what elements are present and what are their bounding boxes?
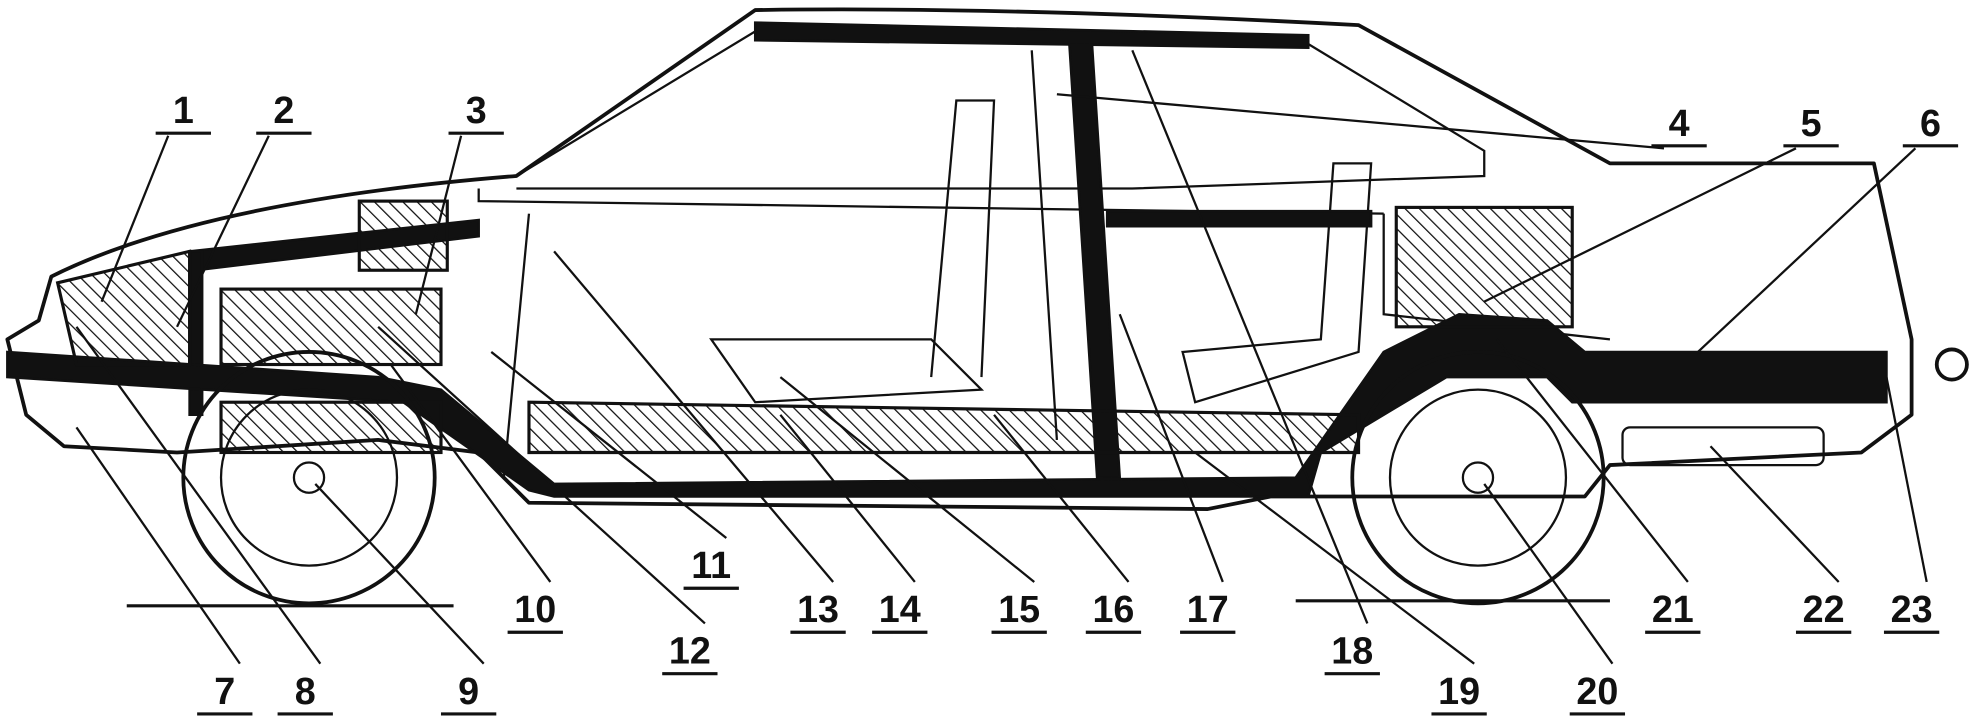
callout-number: 3 (466, 89, 487, 131)
callout-4: 4 (1056, 93, 1707, 150)
hatched-components (55, 199, 1574, 455)
callout-8: 8 (75, 326, 333, 716)
callout-number: 14 (879, 588, 921, 630)
callout-number: 22 (1803, 588, 1845, 630)
callout-number: 21 (1652, 588, 1694, 630)
leader-line (1056, 93, 1665, 150)
leader-line (100, 135, 170, 303)
callout-number: 13 (797, 588, 839, 630)
callout-14: 14 (779, 414, 928, 634)
leader-line (1483, 483, 1614, 665)
callout-11: 11 (490, 351, 739, 590)
callout-16: 16 (993, 414, 1142, 634)
callout-number: 15 (998, 588, 1040, 630)
leader-line (1709, 445, 1840, 583)
callout-12: 12 (377, 325, 718, 676)
leader-line (1697, 147, 1917, 353)
callout-number: 1 (173, 89, 194, 131)
callout-number: 8 (295, 670, 316, 712)
callout-5: 5 (1483, 102, 1839, 303)
leader-line (75, 426, 241, 665)
leader-line (553, 250, 835, 583)
callout-9: 9 (314, 483, 497, 716)
callout-number: 2 (273, 89, 294, 131)
callout-number: 20 (1576, 670, 1618, 712)
leader-line (490, 351, 728, 539)
callout-10: 10 (389, 363, 563, 634)
leader-line (414, 135, 463, 315)
callout-7: 7 (75, 426, 253, 716)
wheels (181, 347, 1969, 606)
leader-line (389, 363, 552, 583)
callout-number: 19 (1438, 670, 1480, 712)
leader-line (1483, 147, 1797, 303)
callout-number: 12 (669, 630, 711, 672)
callout-number: 11 (691, 544, 731, 586)
callout-number: 23 (1891, 588, 1933, 630)
callout-22: 22 (1709, 445, 1852, 634)
callout-13: 13 (553, 250, 846, 634)
callout-3: 3 (414, 89, 504, 315)
leader-line (993, 414, 1130, 583)
callout-6: 6 (1697, 102, 1959, 353)
leader-line (377, 325, 706, 625)
callout-19: 19 (1194, 451, 1487, 716)
leader-line (779, 376, 1035, 583)
callout-18: 18 (1131, 49, 1380, 676)
ground (126, 599, 1610, 608)
callout-21: 21 (1495, 338, 1701, 634)
callout-number: 6 (1920, 102, 1941, 144)
leader-line (1885, 376, 1928, 583)
callout-number: 5 (1801, 102, 1822, 144)
callout-17: 17 (1118, 313, 1236, 634)
callout-20: 20 (1483, 483, 1626, 716)
callout-number: 9 (458, 670, 479, 712)
callout-number: 7 (214, 670, 235, 712)
callout-number: 17 (1187, 588, 1229, 630)
callout-number: 10 (514, 588, 556, 630)
callout-15: 15 (779, 376, 1047, 634)
leader-line (1194, 451, 1475, 665)
callout-number: 16 (1092, 588, 1134, 630)
callout-2: 2 (176, 89, 312, 328)
leader-line (1118, 313, 1224, 583)
callout-23: 23 (1883, 376, 1940, 634)
leader-line (75, 326, 322, 665)
callout-number: 4 (1669, 102, 1690, 144)
leader-line (314, 483, 485, 665)
leader-line (1131, 49, 1369, 624)
leader-line (176, 135, 270, 328)
leader-line (1495, 338, 1689, 583)
leader-line (779, 414, 916, 583)
callout-1: 1 (100, 89, 211, 303)
callout-number: 18 (1331, 630, 1373, 672)
